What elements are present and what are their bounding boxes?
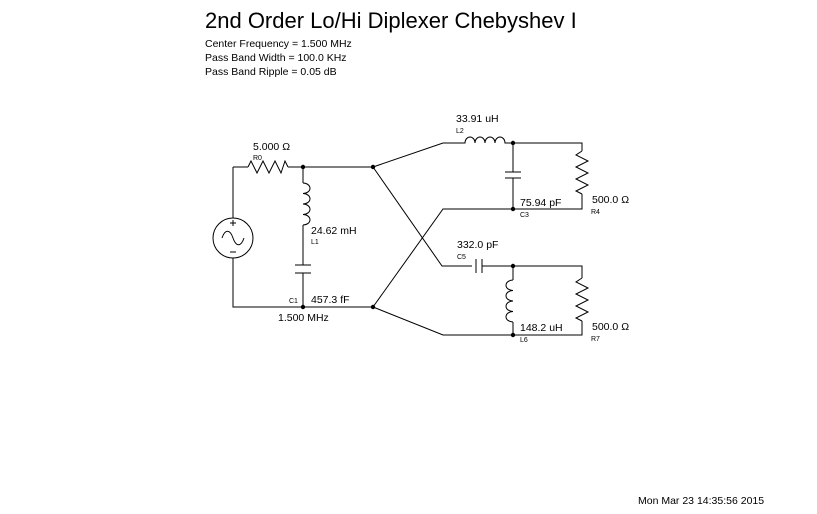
c1-value-label: 457.3 fF — [311, 294, 350, 306]
r0-ref-label: R0 — [253, 155, 262, 162]
l1-value-label: 24.62 mH — [311, 225, 357, 237]
r7-value-label: 500.0 Ω — [592, 321, 629, 333]
r4-ref-label: R4 — [591, 209, 600, 216]
resistor-r4 — [574, 150, 590, 195]
r7-ref-label: R7 — [591, 336, 600, 343]
ac-source-symbol — [212, 217, 254, 259]
pass-band-width-text: Pass Band Width = 100.0 KHz — [205, 52, 347, 64]
inductor-l2 — [455, 136, 513, 144]
resistor-r7 — [574, 277, 590, 322]
highpass-output-wires — [512, 265, 583, 336]
diplexer-crossing-wires — [372, 142, 513, 336]
r0-value-label: 5.000 Ω — [253, 141, 290, 153]
c3-ref-label: C3 — [520, 212, 529, 219]
l6-ref-label: L6 — [520, 337, 528, 344]
inductor-l6 — [505, 279, 514, 323]
capacitor-c1 — [295, 264, 311, 274]
c1-ref-label: C1 — [289, 298, 298, 305]
l1-ref-label: L1 — [311, 239, 319, 246]
inductor-l1 — [302, 182, 311, 226]
input-wires — [232, 166, 373, 308]
source-frequency-label: 1.500 MHz — [278, 312, 329, 324]
c3-value-label: 75.94 pF — [520, 197, 561, 209]
pass-band-ripple-text: Pass Band Ripple = 0.05 dB — [205, 66, 337, 78]
junction-dots — [300, 140, 516, 338]
r4-value-label: 500.0 Ω — [592, 194, 629, 206]
timestamp: Mon Mar 23 14:35:56 2015 — [638, 495, 765, 507]
lowpass-output-wires — [512, 142, 583, 210]
l2-ref-label: L2 — [456, 128, 464, 135]
c5-value-label: 332.0 pF — [457, 239, 498, 251]
resistor-r0 — [247, 159, 289, 175]
page-title: 2nd Order Lo/Hi Diplexer Chebyshev I — [205, 8, 577, 33]
l6-value-label: 148.2 uH — [520, 322, 563, 334]
l2-value-label: 33.91 uH — [456, 113, 499, 125]
capacitor-c3 — [505, 171, 521, 179]
capacitor-c5 — [475, 259, 513, 273]
c5-ref-label: C5 — [457, 254, 466, 261]
center-frequency-text: Center Frequency = 1.500 MHz — [205, 38, 352, 50]
